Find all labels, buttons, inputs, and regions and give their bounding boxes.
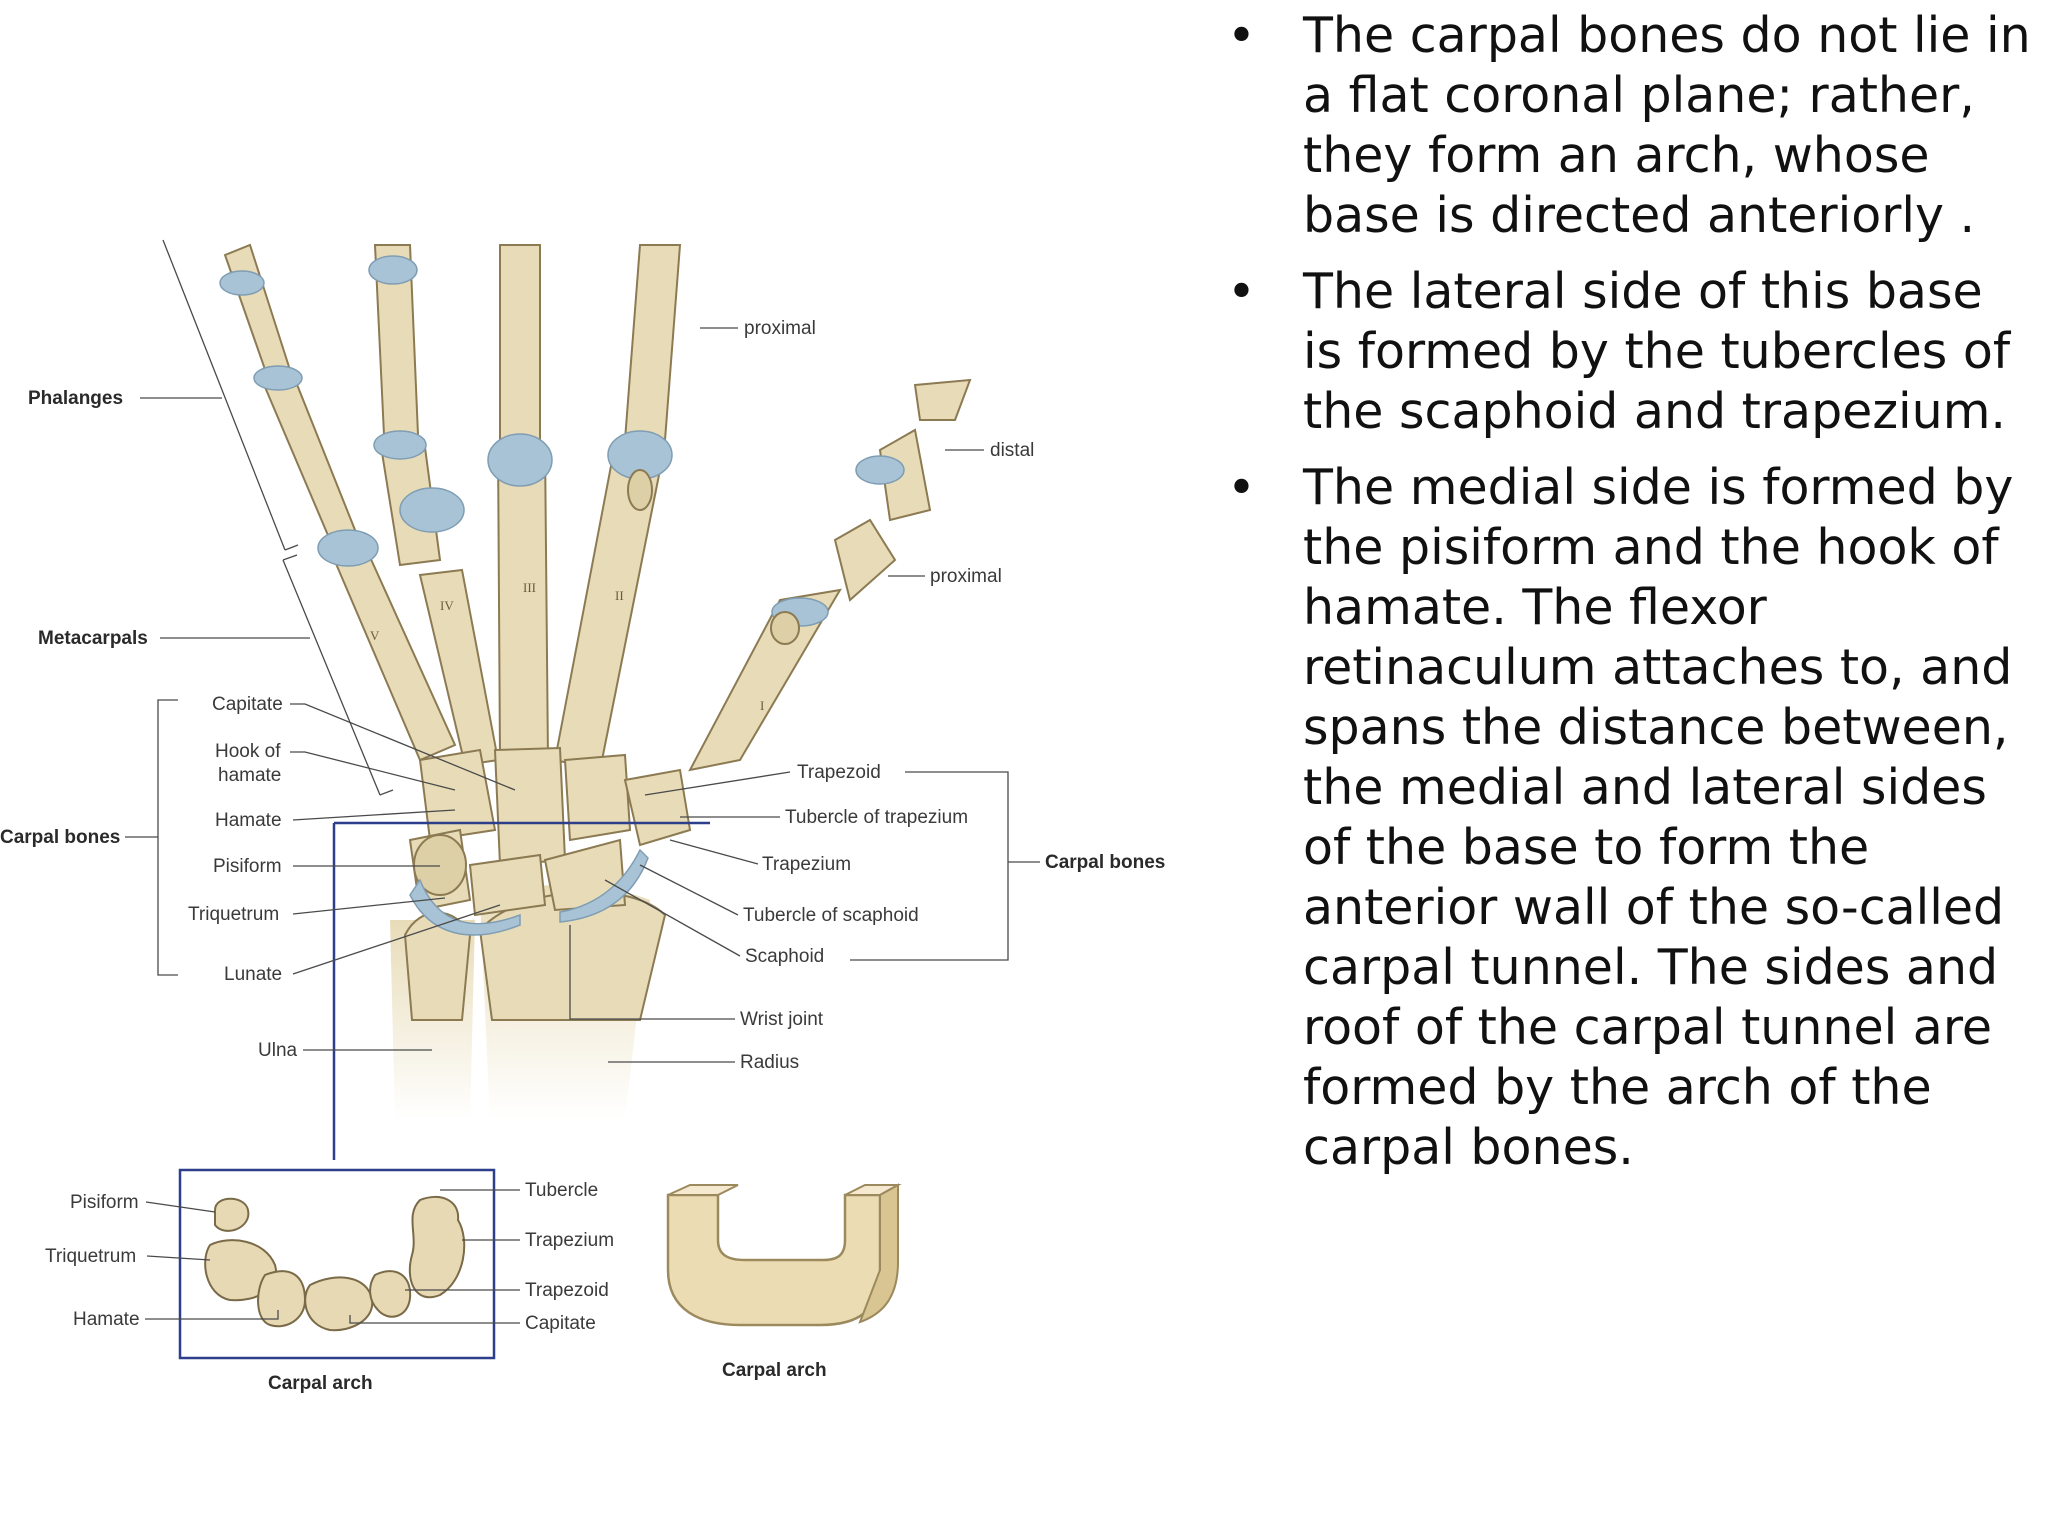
bullet-dot: • xyxy=(1227,7,1256,64)
label-carpal-bones-left: Carpal bones xyxy=(0,827,120,848)
bullet-dot: • xyxy=(1227,459,1256,516)
inset-trapezoid xyxy=(369,1270,412,1318)
inset-frame xyxy=(178,1168,496,1360)
inset-label-trapezium: Trapezium xyxy=(525,1230,614,1251)
label-trapezoid: Trapezoid xyxy=(797,762,881,783)
label-hook-of: Hook of xyxy=(215,741,281,762)
label-triquetrum: Triquetrum xyxy=(188,904,279,925)
label-hamate: Hamate xyxy=(215,810,282,831)
bullet-text: The carpal bones do not lie in a flat co… xyxy=(1303,7,2031,244)
inset-label-trapezoid: Trapezoid xyxy=(525,1280,609,1301)
inset-capitate xyxy=(304,1276,374,1332)
label-lunate: Lunate xyxy=(224,964,282,985)
label-phalanges: Phalanges xyxy=(28,388,123,409)
label-hook-hamate: hamate xyxy=(218,765,281,786)
bullet-dot: • xyxy=(1227,263,1256,320)
left-labels: Phalanges Metacarpals Capitate Hook of h… xyxy=(0,388,516,1061)
label-tubercle-of-trapezium: Tubercle of trapezium xyxy=(785,807,968,828)
model-caption: Carpal arch xyxy=(722,1360,827,1381)
carpal-arch-model: Carpal arch xyxy=(666,1183,902,1381)
inset-trapezium xyxy=(408,1195,466,1299)
bullet-text: The medial side is formed by the pisifor… xyxy=(1303,459,2014,1176)
metacarpal-numeral-i: I xyxy=(760,698,764,713)
carpal-arch-inset: Pisiform Triquetrum Hamate Tubercle Trap… xyxy=(45,1168,614,1394)
ulna-head xyxy=(403,911,472,1021)
label-trapezium: Trapezium xyxy=(762,854,851,875)
label-tubercle-of-scaphoid: Tubercle of scaphoid xyxy=(743,905,919,926)
label-radius: Radius xyxy=(740,1052,799,1073)
inset-pisiform xyxy=(214,1197,250,1232)
inset-label-pisiform: Pisiform xyxy=(70,1192,139,1213)
inset-label-triquetrum: Triquetrum xyxy=(45,1246,136,1267)
carpal-bones xyxy=(408,746,692,936)
metacarpal-numeral-iv: IV xyxy=(440,598,454,613)
bullet-item: • The medial side is formed by the pisif… xyxy=(1215,458,2035,1178)
label-metacarpals: Metacarpals xyxy=(38,628,148,649)
inset-label-capitate: Capitate xyxy=(525,1313,596,1334)
label-ulna: Ulna xyxy=(258,1040,298,1061)
inset-label-tubercle: Tubercle xyxy=(525,1180,598,1201)
inset-label-hamate: Hamate xyxy=(73,1309,140,1330)
bullet-item: • The lateral side of this base is forme… xyxy=(1215,262,2035,442)
label-carpal-bones-right: Carpal bones xyxy=(1045,852,1165,873)
metacarpal-numeral-v: V xyxy=(370,628,380,643)
bullet-item: • The carpal bones do not lie in a flat … xyxy=(1215,6,2035,246)
label-pisiform: Pisiform xyxy=(213,856,282,877)
label-proximal-thumb: proximal xyxy=(930,566,1002,587)
label-scaphoid: Scaphoid xyxy=(745,946,824,967)
metacarpal-numeral-ii: II xyxy=(615,588,624,603)
finger-bones: V IV III II I xyxy=(219,243,972,772)
hand-wrist-diagram: V IV III II I xyxy=(0,239,1165,1394)
metacarpal-numeral-iii: III xyxy=(523,580,536,595)
label-wrist-joint: Wrist joint xyxy=(740,1009,824,1030)
label-proximal-top: proximal xyxy=(744,318,816,339)
inset-caption: Carpal arch xyxy=(268,1373,373,1394)
right-labels: proximal distal proximal Trapezoid Tuber… xyxy=(569,318,1165,1073)
bullet-text: The lateral side of this base is formed … xyxy=(1303,263,2011,440)
inset-hamate xyxy=(257,1270,307,1328)
label-distal: distal xyxy=(990,440,1034,461)
arch-model-shape xyxy=(666,1193,882,1327)
label-capitate: Capitate xyxy=(212,694,283,715)
forearm-bones xyxy=(390,885,667,1120)
bullet-list: • The carpal bones do not lie in a flat … xyxy=(1215,6,2035,1194)
